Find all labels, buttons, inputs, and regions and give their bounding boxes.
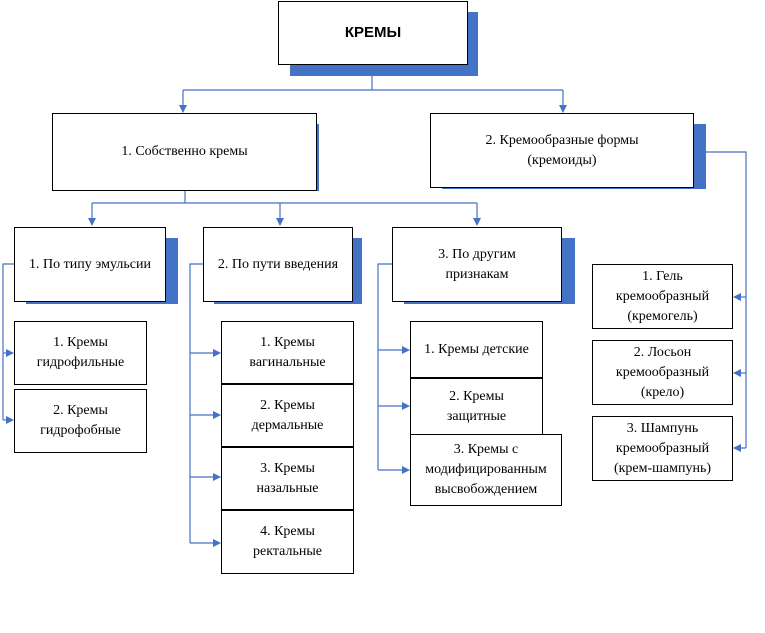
route-item: 1. Кремы вагинальные bbox=[221, 321, 354, 384]
branch-creamoids: 2. Кремообразные формы (кремоиды) bbox=[430, 113, 694, 188]
branch-creams: 1. Собственно кремы bbox=[52, 113, 317, 191]
other-item: 3. Кремы с модифицированным высвобождени… bbox=[410, 434, 562, 506]
other-item: 1. Кремы детские bbox=[410, 321, 543, 378]
creamoid-item: 2. Лосьон кремообразный (крело) bbox=[592, 340, 733, 405]
connector-root-bus bbox=[183, 76, 563, 91]
other-item: 2. Кремы защитные bbox=[410, 378, 543, 435]
connector-emulsion-trunk bbox=[2, 263, 14, 420]
root-node: КРЕМЫ bbox=[278, 1, 468, 65]
group-emulsion: 1. По типу эмульсии bbox=[14, 227, 166, 302]
connector-route-trunk bbox=[189, 263, 203, 543]
route-item: 2. Кремы дермальные bbox=[221, 384, 354, 447]
route-item: 3. Кремы назальные bbox=[221, 447, 354, 510]
route-item: 4. Кремы ректальные bbox=[221, 510, 354, 574]
creamoid-item: 1. Гель кремообразный (кремогель) bbox=[592, 264, 733, 329]
connector-creams-bus bbox=[92, 190, 477, 204]
emulsion-item: 2. Кремы гидрофобные bbox=[14, 389, 147, 453]
connector-creamoids-trunk bbox=[696, 151, 747, 448]
group-other: 3. По другим признакам bbox=[392, 227, 562, 302]
creamoid-item: 3. Шампунь кремообразный (крем-шампунь) bbox=[592, 416, 733, 481]
group-route: 2. По пути введения bbox=[203, 227, 353, 302]
connector-other-trunk bbox=[377, 263, 392, 470]
emulsion-item: 1. Кремы гидрофильные bbox=[14, 321, 147, 385]
